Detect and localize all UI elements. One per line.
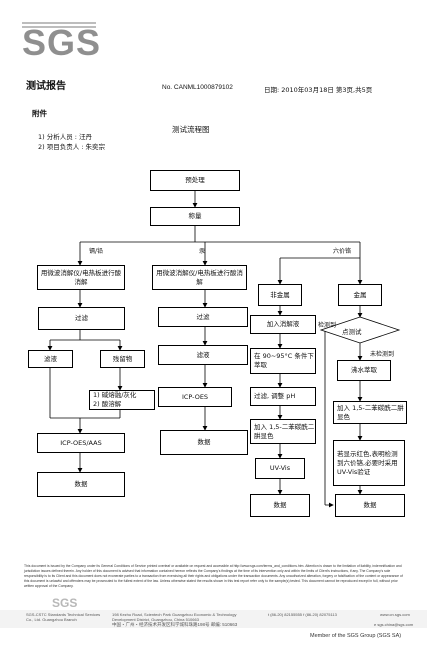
- report-title: 测试报告: [26, 81, 66, 92]
- box-filter-ph: 过滤, 调整 pH: [250, 387, 316, 406]
- box-add-dpc-a: 加入 1,5-二苯碳酰二肼显色: [250, 419, 316, 444]
- box-filter-a: 过滤: [38, 307, 125, 330]
- box-filtrate-a: 滤液: [28, 350, 73, 368]
- report-number: No. CANML1000879102: [162, 84, 233, 91]
- box-digest-a: 用微波消解仪/电热板进行酸消解: [37, 265, 125, 290]
- box-digest-b: 用微波消解仪/电热板进行酸消解: [152, 265, 247, 290]
- box-icp-oes: ICP-OES: [158, 387, 232, 407]
- footer-email: e sgs.china@sgs.com: [374, 622, 414, 627]
- box-metal: 金属: [338, 284, 382, 306]
- box-icp-oes-aas: ICP-OES/AAS: [37, 433, 125, 453]
- box-red-note: 若显示红色,表明检测到六价铬,必要时采用UV-Vis验证: [333, 440, 405, 486]
- report-date-page: 日期: 2010年03月18日 第3页,共5页: [264, 86, 373, 94]
- box-pretreat: 预处理: [150, 170, 240, 191]
- box-data-b: 数据: [160, 430, 248, 455]
- footer-company: SGS-CSTC Standards Technical Services Co…: [26, 612, 101, 622]
- label-not-detected: 未检测到: [370, 351, 395, 358]
- box-nonmetal: 非金属: [258, 284, 302, 306]
- spot-test-label: 点测试: [342, 328, 362, 336]
- sgs-logo: SGS: [22, 22, 102, 64]
- footer-web: www.cn.sgs.com: [380, 612, 410, 617]
- box-add-dpc-b: 加入 1,5-二苯碳酰二肼显色: [333, 401, 407, 424]
- box-boil-extract: 沸水萃取: [337, 360, 391, 381]
- logo-stripes-icon: [22, 22, 96, 28]
- label-hg: 汞: [199, 248, 206, 255]
- box-filtrate-b: 滤液: [158, 345, 248, 365]
- box-filter-b: 过滤: [158, 307, 248, 327]
- box-add-alkali: 加入消解液: [250, 315, 316, 334]
- footer-bar: [0, 610, 427, 628]
- footer-address-en: 198 Kezhu Road, Scientech Park Guangzhou…: [112, 612, 237, 622]
- analyst-line: 1) 分析人员 : 汪丹: [38, 133, 93, 141]
- label-detected: 检测到: [318, 322, 337, 329]
- box-residue: 残留物: [100, 350, 145, 368]
- box-heat-extract: 在 90~95°C 条件下萃取: [250, 348, 316, 374]
- label-cr6: 六价铬: [333, 248, 352, 255]
- footer-member: Member of the SGS Group (SGS SA): [310, 633, 402, 639]
- footer-watermark-logo: SGS: [52, 596, 78, 610]
- label-cd-pb: 镉/铅: [89, 248, 104, 255]
- box-data-c: 数据: [250, 494, 310, 517]
- footer-address-cn: 中国・广州・经济技术开发区科学城科珠路198号 邮编: 510663: [112, 622, 238, 627]
- logo-text: SGS: [22, 22, 102, 63]
- box-alkali-fusion: 1) 碱熔融/灰化 2) 酸溶解: [89, 390, 155, 410]
- chart-title: 测试流程图: [172, 125, 210, 134]
- box-weigh: 称量: [150, 207, 240, 226]
- spot-test-diamond: [319, 316, 401, 344]
- box-data-d: 数据: [335, 494, 405, 517]
- appendix-label: 附件: [32, 109, 47, 118]
- manager-line: 2) 项目负责人 : 朱奕宗: [38, 143, 106, 151]
- footer-phone: t (86-20) 82155555 f (86-20) 82075113: [268, 612, 337, 617]
- box-uvvis: UV-Vis: [255, 458, 305, 479]
- footer-disclaimer: This document is issued by the Company u…: [24, 564, 403, 588]
- box-data-a: 数据: [37, 472, 125, 497]
